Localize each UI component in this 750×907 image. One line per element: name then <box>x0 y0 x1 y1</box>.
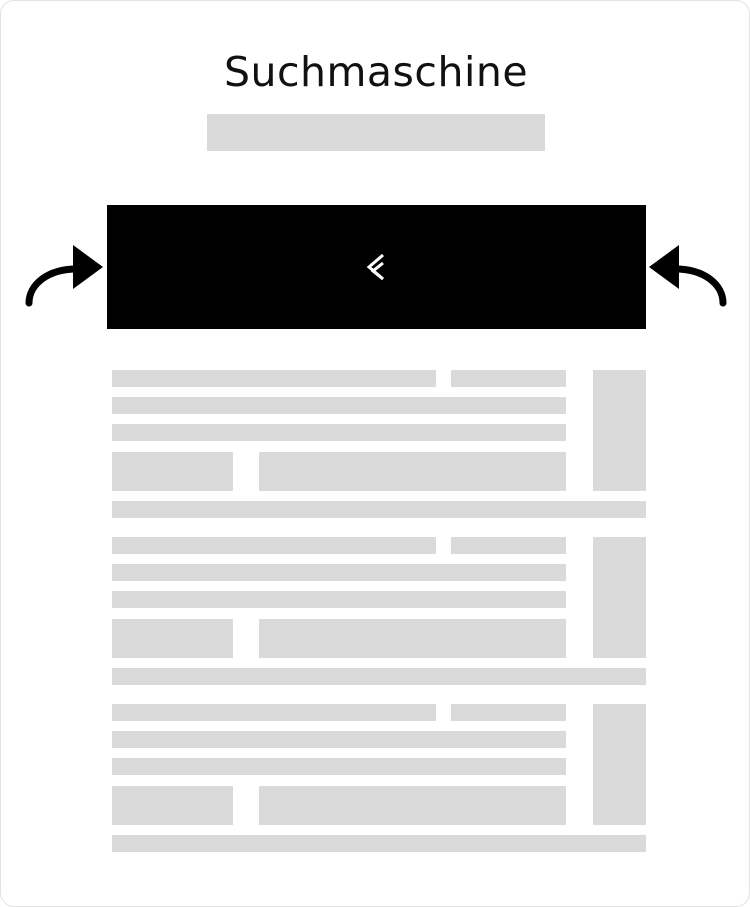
result-meta-bar <box>451 537 566 554</box>
page-title: Suchmaschine <box>223 48 529 96</box>
result-thumbnail <box>593 537 646 658</box>
result-snippet-bar <box>259 786 566 825</box>
result-tag-bar <box>112 619 233 658</box>
result-line-bar <box>112 731 566 748</box>
curved-arrow-right-icon <box>25 245 103 307</box>
result-thumbnail <box>593 704 646 825</box>
result-line-bar <box>112 397 566 414</box>
result-snippet-bar <box>259 452 566 491</box>
result-footer-bar <box>112 835 646 852</box>
result-line-bar <box>112 591 566 608</box>
result-tag-bar <box>112 786 233 825</box>
result-footer-bar <box>112 501 646 518</box>
result-thumbnail <box>593 370 646 491</box>
result-title-bar <box>112 704 436 721</box>
result-line-bar <box>112 758 566 775</box>
result-line-bar <box>112 564 566 581</box>
search-input[interactable] <box>207 114 545 151</box>
result-title-bar <box>112 537 436 554</box>
result-title-bar <box>112 370 436 387</box>
result-snippet-bar <box>259 619 566 658</box>
result-meta-bar <box>451 704 566 721</box>
result-footer-bar <box>112 668 646 685</box>
result-tag-bar <box>112 452 233 491</box>
curved-arrow-left-icon <box>649 245 727 307</box>
result-line-bar <box>112 424 566 441</box>
hero-banner[interactable] <box>107 205 646 329</box>
result-meta-bar <box>451 370 566 387</box>
double-chevron-left-icon <box>366 253 384 281</box>
